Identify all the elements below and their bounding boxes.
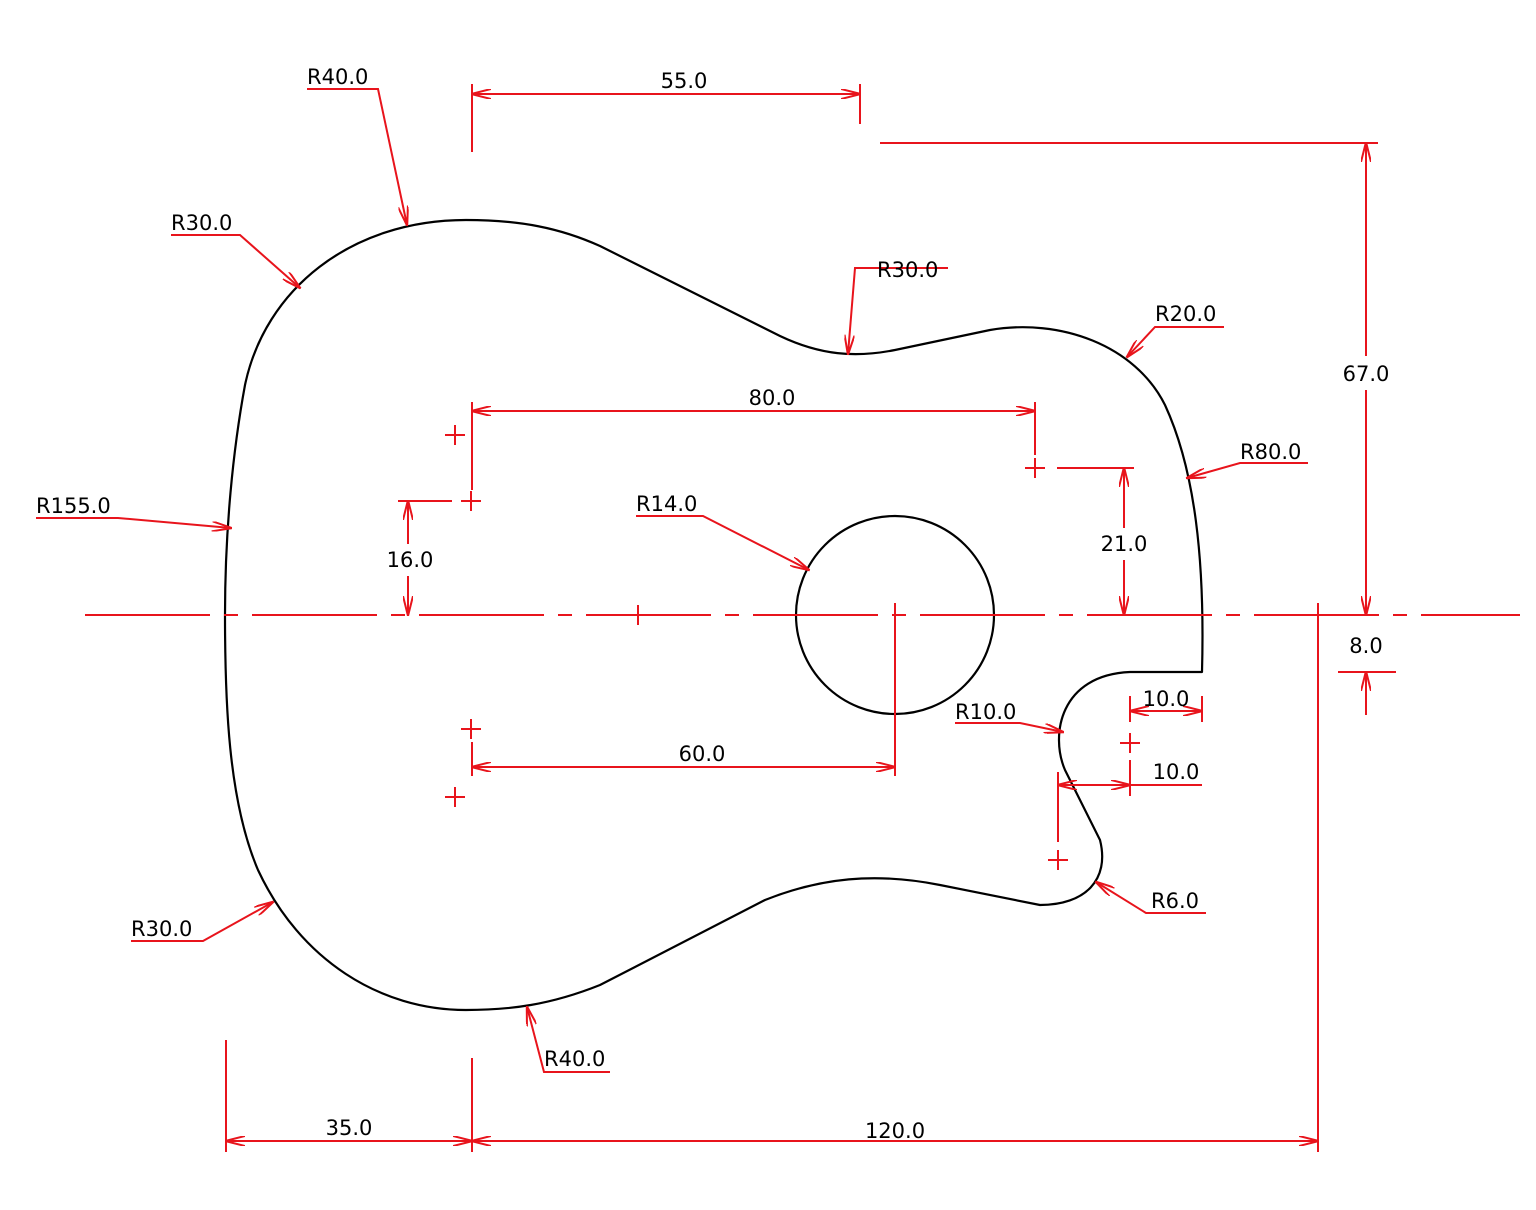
label-r40-bottom: R40.0 bbox=[544, 1047, 605, 1071]
center-mark-cutaway bbox=[1120, 733, 1140, 753]
label-r155: R155.0 bbox=[36, 494, 111, 518]
leader-r10 bbox=[955, 722, 1063, 732]
leader-r80 bbox=[1187, 462, 1308, 478]
center-mark-lower-left-inner bbox=[461, 719, 481, 739]
label-r30-upper-left: R30.0 bbox=[171, 211, 232, 235]
leader-r40-top bbox=[307, 88, 407, 225]
dim-120-label: 120.0 bbox=[865, 1119, 925, 1143]
leader-r14 bbox=[636, 515, 809, 570]
dim-16-label: 16.0 bbox=[387, 548, 434, 572]
dim-21-label-background bbox=[1094, 528, 1154, 560]
center-mark-upper-left-outer bbox=[445, 425, 465, 445]
center-mark-upper-right bbox=[1025, 458, 1045, 478]
dim-8-label: 8.0 bbox=[1349, 634, 1382, 658]
label-r40-top: R40.0 bbox=[307, 65, 368, 89]
dim-67-label: 67.0 bbox=[1343, 362, 1390, 386]
dim-55-label: 55.0 bbox=[661, 69, 708, 93]
label-r20: R20.0 bbox=[1155, 302, 1216, 326]
leader-r30-lower-left bbox=[131, 902, 273, 942]
leader-r6 bbox=[1096, 882, 1206, 914]
center-mark-lower-left-outer bbox=[445, 787, 465, 807]
dim-16-label-background bbox=[380, 544, 438, 576]
label-r14: R14.0 bbox=[636, 492, 697, 516]
leader-r20 bbox=[1127, 326, 1224, 357]
dim-80-label: 80.0 bbox=[749, 386, 796, 410]
leader-r30-upper-left bbox=[171, 234, 300, 288]
dim-60-label: 60.0 bbox=[679, 742, 726, 766]
label-r30-lower-left: R30.0 bbox=[131, 917, 192, 941]
center-mark-horn bbox=[1048, 850, 1068, 870]
label-r80: R80.0 bbox=[1240, 440, 1301, 464]
label-r6: R6.0 bbox=[1151, 889, 1199, 913]
dim-10-lower-label: 10.0 bbox=[1153, 760, 1200, 784]
dim-67-label-background bbox=[1335, 356, 1397, 390]
dim-21-label: 21.0 bbox=[1101, 532, 1148, 556]
guitar-body-outline bbox=[223, 218, 1204, 1012]
label-r10: R10.0 bbox=[955, 700, 1016, 724]
dim-10-upper-label: 10.0 bbox=[1143, 687, 1190, 711]
dim-35-label: 35.0 bbox=[326, 1116, 373, 1140]
center-mark-upper-left-inner bbox=[461, 491, 481, 511]
leader-r30-waist bbox=[848, 267, 948, 354]
leader-r40-bottom bbox=[527, 1007, 610, 1073]
label-r30-waist: R30.0 bbox=[877, 258, 938, 282]
leader-r155 bbox=[36, 517, 231, 528]
